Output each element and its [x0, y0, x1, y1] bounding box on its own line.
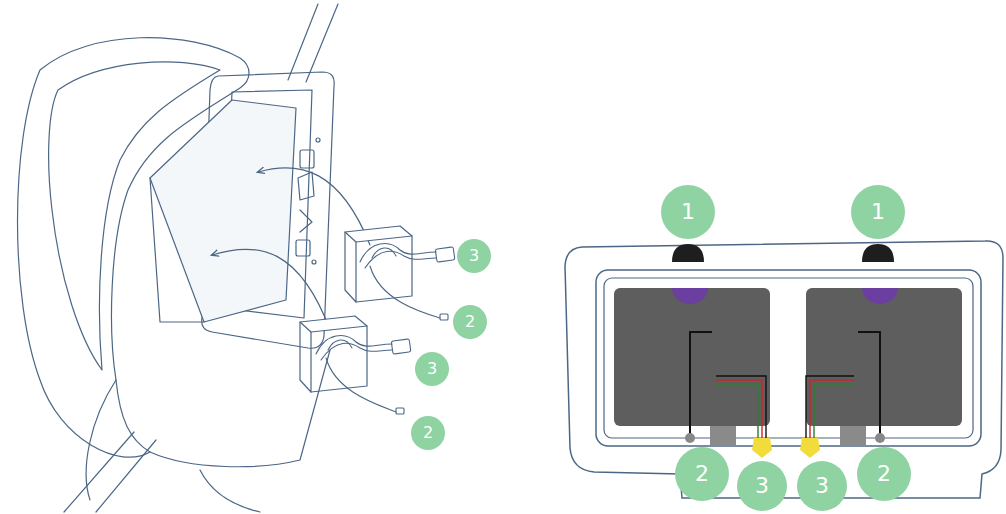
callout-number: 1: [851, 185, 905, 239]
callout-number: 3: [415, 352, 449, 386]
callout-number: 3: [797, 461, 847, 511]
callout-number: 2: [453, 305, 487, 339]
battery-wires: [316, 244, 455, 414]
callout-number: 2: [675, 447, 729, 501]
callout-number: 1: [661, 185, 715, 239]
callout-number: 3: [457, 239, 491, 273]
compartment-top-view: [565, 241, 1003, 498]
seat-drawing: [18, 4, 413, 512]
callout-number: 3: [737, 461, 787, 511]
callout-number: 2: [857, 447, 911, 501]
callout-number: 2: [411, 416, 445, 450]
